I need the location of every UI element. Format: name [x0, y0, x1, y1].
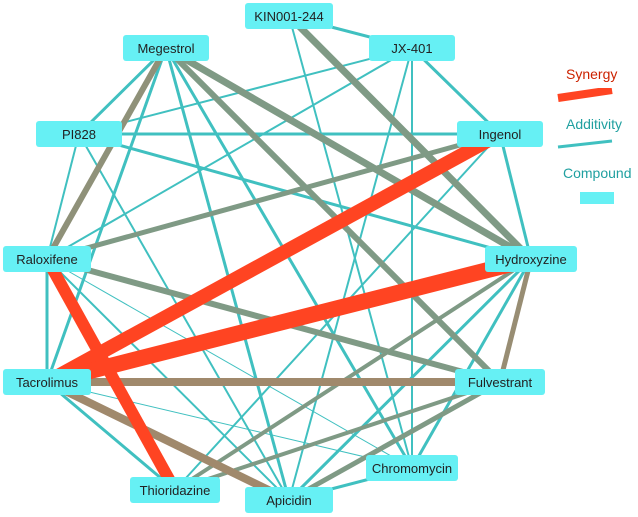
legend-synergy-label: Synergy — [566, 66, 618, 82]
legend-compound-label: Compound — [563, 165, 632, 181]
node-box — [130, 477, 220, 503]
edge-tacrolimus-chromomycin — [46, 381, 413, 469]
node-box — [369, 35, 455, 61]
node-box — [457, 121, 543, 147]
node-box — [485, 246, 577, 272]
edge-megestrol-tacrolimus — [45, 47, 168, 383]
node-ingenol[interactable]: Ingenol — [457, 121, 543, 147]
node-label: Ingenol — [479, 127, 522, 142]
edge-hydroxyzine-chromomycin — [410, 258, 533, 469]
edge-megestrol-apicidin — [164, 47, 291, 501]
edge-fulvestrant-apicidin — [287, 379, 502, 503]
edge-jx-401-ingenol — [410, 46, 502, 136]
node-chromomycin[interactable]: Chromomycin — [366, 455, 458, 481]
node-label: Apicidin — [266, 493, 312, 508]
node-jx-401[interactable]: JX-401 — [369, 35, 455, 61]
node-box — [3, 369, 91, 395]
edge-hydroxyzine-tacrolimus — [45, 251, 533, 390]
legend-additivity-swatch — [557, 139, 613, 149]
edge-raloxifene-thioridazine — [41, 256, 181, 493]
node-label: JX-401 — [391, 41, 432, 56]
edge-layer — [41, 13, 534, 504]
edge-megestrol-hydroxyzine — [164, 44, 533, 263]
edge-ingenol-hydroxyzine — [498, 133, 533, 260]
edge-kin001-244-hydroxyzine — [286, 13, 534, 262]
legend-additivity-label: Additivity — [566, 116, 623, 132]
node-fulvestrant[interactable]: Fulvestrant — [455, 369, 545, 395]
node-pi828[interactable]: PI828 — [36, 121, 122, 147]
node-box — [245, 487, 333, 513]
node-thioridazine[interactable]: Thioridazine — [130, 477, 220, 503]
edge-ingenol-tacrolimus — [43, 127, 504, 389]
node-box — [36, 121, 122, 147]
node-box — [455, 369, 545, 395]
node-label: KIN001-244 — [254, 9, 323, 24]
node-label: Thioridazine — [140, 483, 211, 498]
legend-compound-swatch — [580, 192, 614, 204]
edge-pi828-raloxifene — [46, 133, 80, 260]
node-label: Fulvestrant — [468, 375, 533, 390]
edge-tacrolimus-thioridazine — [46, 380, 176, 492]
node-label: Chromomycin — [372, 461, 452, 476]
legend-synergy-swatch — [557, 88, 613, 102]
node-label: Raloxifene — [16, 252, 77, 267]
edge-hydroxyzine-thioridazine — [173, 257, 533, 492]
node-box — [366, 455, 458, 481]
node-raloxifene[interactable]: Raloxifene — [3, 246, 91, 272]
node-megestrol[interactable]: Megestrol — [123, 35, 209, 61]
edge-hydroxyzine-fulvestrant — [497, 258, 534, 383]
node-box — [123, 35, 209, 61]
node-label: Hydroxyzine — [495, 252, 567, 267]
node-box — [245, 3, 333, 29]
edge-megestrol-fulvestrant — [163, 45, 503, 385]
edge-megestrol-raloxifene — [44, 46, 169, 261]
node-tacrolimus[interactable]: Tacrolimus — [3, 369, 91, 395]
edge-kin001-244-chromomycin — [288, 15, 413, 469]
edge-megestrol-chromomycin — [164, 47, 414, 469]
node-label: PI828 — [62, 127, 96, 142]
edge-megestrol-pi828 — [77, 46, 168, 136]
edge-pi828-hydroxyzine — [78, 132, 532, 261]
node-box — [3, 246, 91, 272]
edge-tacrolimus-apicidin — [45, 378, 291, 504]
node-label: Megestrol — [137, 41, 194, 56]
node-label: Tacrolimus — [16, 375, 79, 390]
node-apicidin[interactable]: Apicidin — [245, 487, 333, 513]
node-hydroxyzine[interactable]: Hydroxyzine — [485, 246, 577, 272]
node-kin001-244[interactable]: KIN001-244 — [245, 3, 333, 29]
